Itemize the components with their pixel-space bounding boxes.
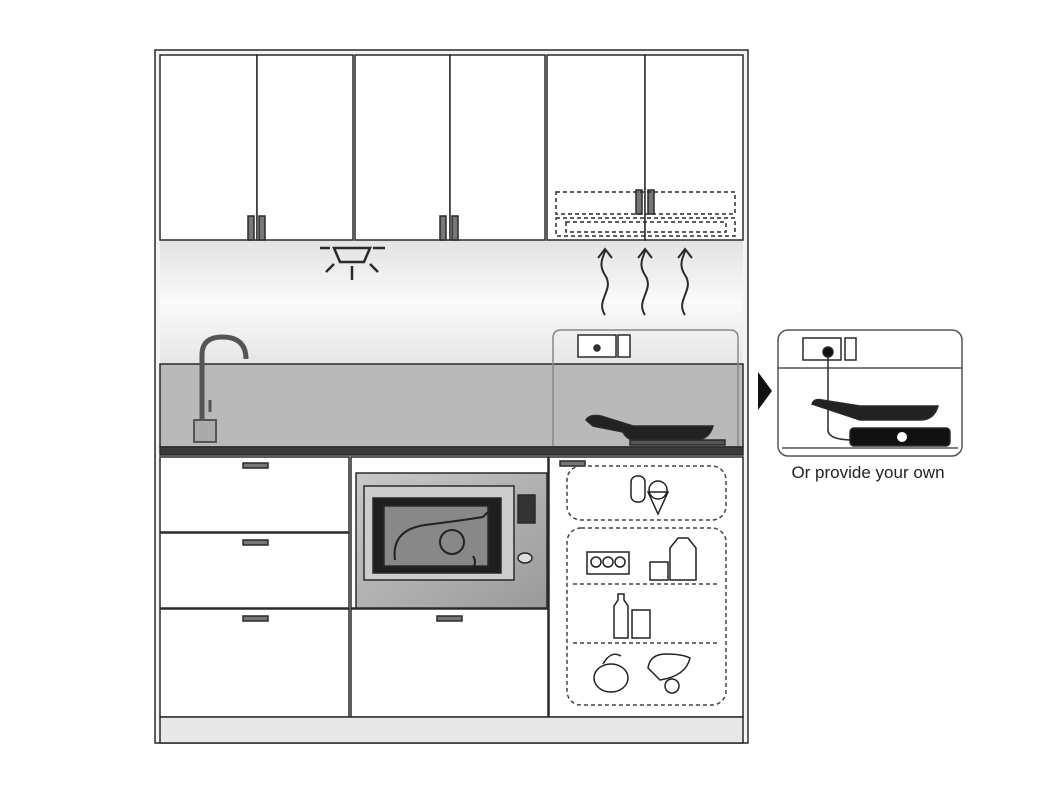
plinth — [159, 716, 744, 744]
steam-arrow-icon — [597, 247, 693, 316]
countertop — [159, 446, 744, 456]
drawer-handles — [242, 460, 586, 622]
vegetables-icon — [593, 653, 629, 693]
tap-icon — [193, 334, 249, 443]
rangehood — [555, 191, 736, 237]
fridge-compartments — [566, 465, 727, 706]
caption: Or provide your own — [791, 463, 945, 482]
eggs-icon — [586, 551, 630, 575]
cooking-zone — [552, 329, 739, 450]
bottles-icon — [613, 593, 651, 639]
microwave — [355, 472, 548, 609]
plug-icon — [822, 346, 834, 358]
milk-carton-icon — [649, 537, 697, 581]
ceiling-light-icon — [320, 246, 385, 280]
alternative-hob-panel — [777, 329, 963, 457]
wall — [160, 240, 743, 364]
salami-icon — [647, 653, 691, 694]
power-socket-icon — [577, 334, 631, 358]
ice-cream-icon — [630, 475, 670, 516]
arrow-right-icon — [758, 372, 772, 410]
frying-pan-icon — [811, 398, 939, 421]
frying-pan-icon — [585, 414, 726, 446]
roast-chicken-icon — [393, 510, 490, 569]
cabinet-handles — [247, 189, 655, 241]
upper-cabinets — [159, 54, 744, 241]
